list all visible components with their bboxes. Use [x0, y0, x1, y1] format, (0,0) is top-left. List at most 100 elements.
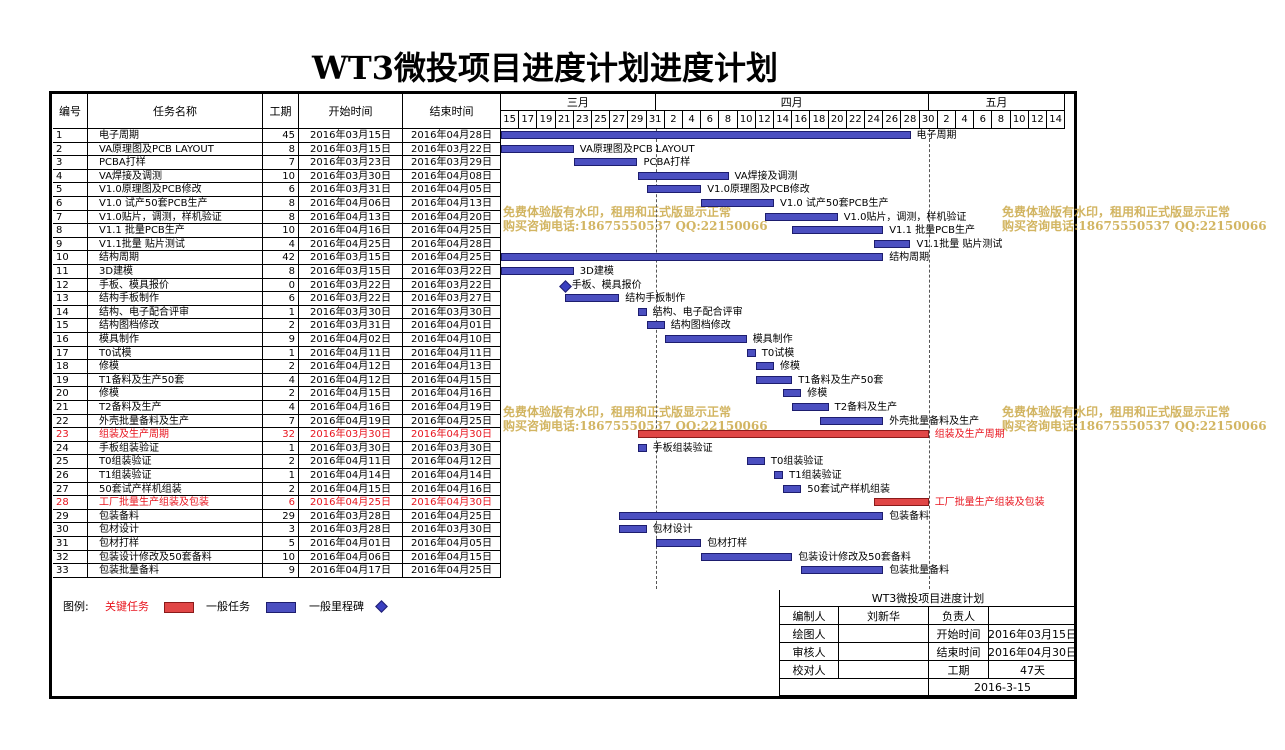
task-name: T0试模 — [88, 346, 263, 361]
task-bar-label: V1.0 试产50套PCB生产 — [780, 198, 889, 209]
task-duration: 1 — [263, 305, 299, 320]
task-name: V1.0原理图及PCB修改 — [88, 183, 263, 197]
task-bar[interactable] — [801, 566, 884, 575]
task-duration: 4 — [263, 237, 299, 252]
task-start-date: 2016年03月28日 — [299, 509, 403, 524]
task-name: 包材打样 — [88, 537, 263, 551]
day-tick: 28 — [901, 111, 920, 129]
task-number: 4 — [53, 169, 88, 184]
critical-task-bar[interactable] — [637, 430, 929, 439]
task-bar[interactable] — [746, 348, 756, 357]
task-bar-label: 包装备料 — [889, 510, 930, 522]
task-bar[interactable] — [746, 457, 765, 466]
watermark-line2: 购买咨询电话:18675550537 QQ:22150066 — [503, 419, 768, 433]
task-name: 手板、模具报价 — [88, 278, 263, 293]
watermark-line2: 购买咨询电话:18675550537 QQ:22150066 — [1002, 219, 1267, 233]
day-tick: 10 — [1010, 111, 1029, 129]
task-name: 模具制作 — [88, 333, 263, 347]
watermark-line1: 免费体验版有水印，租用和正式版显示正常 — [503, 405, 732, 419]
task-bar[interactable] — [501, 144, 574, 153]
day-tick: 18 — [810, 111, 829, 129]
task-bar[interactable] — [646, 321, 665, 330]
task-bar-label: 50套试产样机组装 — [807, 483, 891, 495]
month-header: 三月 — [501, 94, 656, 111]
task-bar[interactable] — [874, 239, 911, 248]
page-title: WT3微投项目进度计划进度计划 — [311, 49, 779, 87]
task-bar[interactable] — [501, 253, 884, 262]
task-end-date: 2016年04月01日 — [403, 319, 501, 333]
task-start-date: 2016年04月15日 — [299, 482, 403, 497]
task-bar[interactable] — [774, 471, 784, 479]
task-start-date: 2016年03月30日 — [299, 428, 403, 442]
task-bar[interactable] — [701, 552, 793, 561]
task-duration: 2 — [263, 455, 299, 469]
task-duration: 32 — [263, 428, 299, 442]
info-start: 2016年03月15日 — [988, 625, 1077, 643]
day-tick: 29 — [628, 111, 647, 129]
task-bar[interactable] — [501, 267, 574, 275]
task-bar[interactable] — [573, 158, 638, 167]
task-bar-label: T2备料及生产 — [834, 402, 898, 413]
task-bar-label: V1.1批量 贴片测试 — [916, 238, 1003, 250]
task-bar[interactable] — [619, 525, 647, 534]
task-bar[interactable] — [755, 375, 793, 384]
legend-normal-label: 一般任务 — [206, 600, 250, 613]
task-end-date: 2016年04月16日 — [403, 387, 501, 401]
info-drawer-label: 绘图人 — [779, 625, 839, 643]
task-bar-label: T0试模 — [761, 347, 795, 359]
task-start-date: 2016年03月31日 — [299, 183, 403, 197]
info-end: 2016年04月30日 — [988, 643, 1077, 661]
task-number: 14 — [53, 305, 88, 320]
task-bar[interactable] — [637, 171, 729, 180]
task-bar[interactable] — [755, 362, 774, 371]
task-bar-label: 包装批量备料 — [889, 565, 950, 577]
task-number: 18 — [53, 360, 88, 374]
info-reviewer-label: 审核人 — [779, 643, 839, 661]
task-bar-label: 包材打样 — [707, 538, 748, 549]
info-owner — [989, 607, 1077, 625]
task-bar[interactable] — [783, 484, 802, 493]
task-name: T2备料及生产 — [88, 401, 263, 415]
day-tick: 26 — [883, 111, 902, 129]
day-tick: 6 — [974, 111, 993, 129]
day-tick: 14 — [774, 111, 793, 129]
task-bar[interactable] — [664, 335, 747, 343]
task-name: 组装及生产周期 — [88, 428, 263, 442]
task-number: 8 — [53, 224, 88, 238]
task-bar[interactable] — [655, 539, 702, 547]
task-bar[interactable] — [637, 443, 647, 452]
info-duration-label: 工期 — [929, 661, 989, 679]
task-bar[interactable] — [619, 511, 884, 520]
task-start-date: 2016年04月14日 — [299, 469, 403, 483]
day-tick: 10 — [737, 111, 756, 129]
task-name: 手板组装验证 — [88, 441, 263, 456]
task-bar[interactable] — [637, 307, 647, 316]
task-bar[interactable] — [646, 185, 702, 194]
task-bar[interactable] — [792, 403, 829, 411]
day-tick: 17 — [519, 111, 538, 129]
task-bar[interactable] — [792, 226, 884, 235]
task-bar[interactable] — [564, 294, 620, 303]
task-bar[interactable] — [764, 212, 838, 221]
task-bar[interactable] — [701, 199, 774, 207]
task-start-date: 2016年04月25日 — [299, 496, 403, 510]
task-bar[interactable] — [819, 416, 884, 425]
task-number: 23 — [53, 428, 88, 442]
critical-task-bar[interactable] — [874, 498, 929, 507]
task-bar[interactable] — [783, 389, 802, 398]
task-duration: 10 — [263, 224, 299, 238]
month-header: 五月 — [928, 94, 1066, 111]
task-end-date: 2016年03月22日 — [403, 142, 501, 157]
month-divider-line — [928, 129, 930, 589]
task-number: 22 — [53, 414, 88, 429]
task-bar[interactable] — [501, 131, 911, 139]
task-name: 结构图档修改 — [88, 319, 263, 333]
task-duration: 8 — [263, 265, 299, 279]
task-number: 32 — [53, 550, 88, 565]
task-start-date: 2016年03月30日 — [299, 169, 403, 184]
task-start-date: 2016年04月02日 — [299, 333, 403, 347]
task-end-date: 2016年03月30日 — [403, 523, 501, 537]
task-bar-label: 工厂批量生产组装及包装 — [934, 497, 1045, 509]
info-blank — [779, 679, 929, 696]
header-end: 结束时间 — [403, 94, 501, 129]
